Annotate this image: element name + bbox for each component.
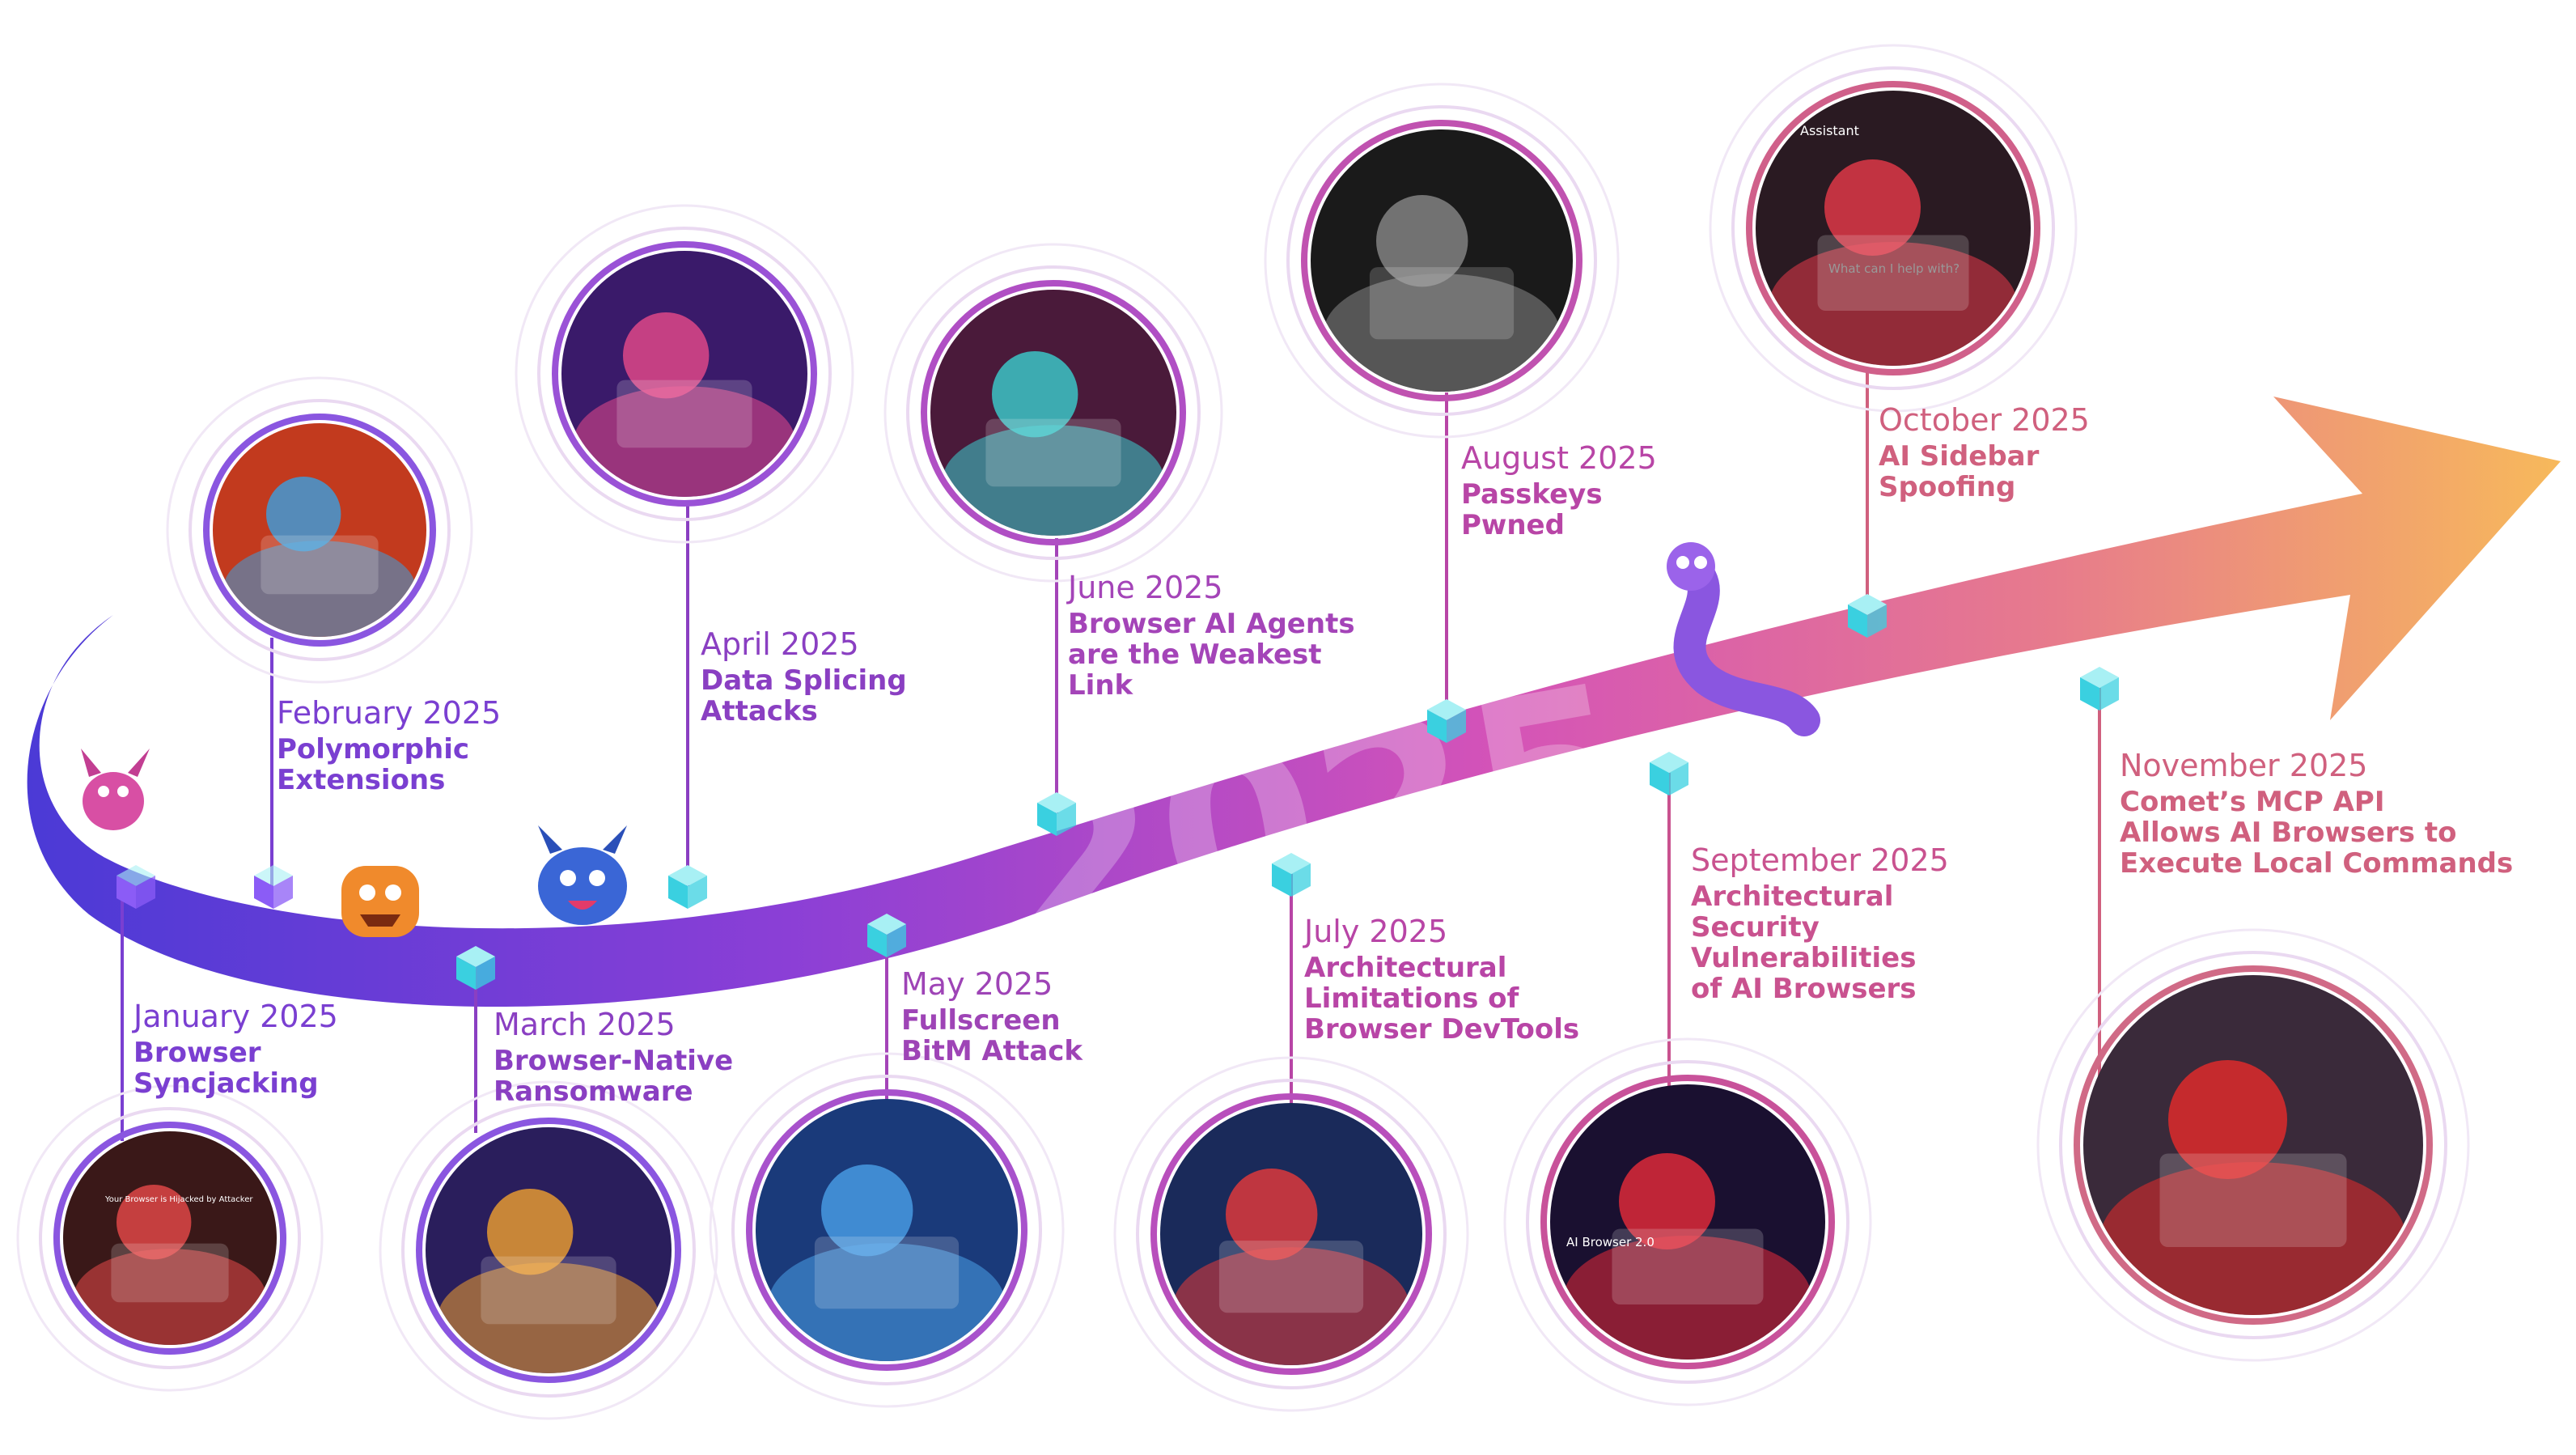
cube-marker [1848, 594, 1887, 638]
event-label-august: August 2025 Passkeys Pwned [1461, 441, 1657, 541]
mascot-pink-devil [81, 749, 150, 830]
hijacked-caption: Your Browser is Hijacked by Attacker [104, 1195, 253, 1204]
event-date: June 2025 [1068, 570, 1223, 605]
event-date: October 2025 [1879, 402, 2090, 438]
cube-marker [1272, 853, 1311, 897]
cube-marker [456, 946, 495, 990]
event-title: Architectural Security Vulnerabilities o… [1691, 880, 1917, 1005]
event-title: Fullscreen BitM Attack [901, 1003, 1083, 1067]
mascot-orange-monster [341, 866, 419, 937]
event-date: November 2025 [2120, 748, 2368, 783]
event-title: Architectural Limitations of Browser Dev… [1304, 951, 1580, 1046]
cube-marker [254, 865, 293, 909]
cube-marker [668, 865, 707, 909]
event-title: Data Splicing Attacks [701, 664, 907, 728]
event-date: July 2025 [1304, 914, 1448, 949]
event-date: September 2025 [1691, 842, 1949, 878]
cube-marker [1650, 752, 1688, 795]
timeline-arrow [27, 397, 2561, 1007]
event-title: Browser-Native Ransomware [494, 1044, 734, 1108]
event-title: AI Sidebar Spoofing [1879, 439, 2040, 503]
event-date: January 2025 [133, 999, 338, 1034]
event-date: April 2025 [701, 626, 859, 662]
magnifier-puzzle-monster-illustration [1113, 1056, 1469, 1412]
robot-at-keyboard-illustration [883, 243, 1223, 583]
event-label-may: May 2025 Fullscreen BitM Attack [901, 967, 1083, 1067]
sidebar-header-text: Assistant [1800, 123, 1859, 138]
cube-marker [1037, 792, 1076, 836]
chained-padlock-browser-illustration [379, 1080, 718, 1420]
laptop-data-thief-illustration [515, 204, 854, 544]
mascot-purple-centipede [1667, 542, 1820, 736]
event-date: March 2025 [494, 1007, 676, 1042]
cube-marker [117, 865, 155, 909]
event-label-march: March 2025 Browser-Native Ransomware [494, 1007, 733, 1107]
laptop-red-claw-illustration [2036, 928, 2470, 1362]
cube-marker [867, 914, 906, 957]
puzzle-monster-illustration [166, 376, 473, 684]
event-title: Comet’s MCP API Allows AI Browsers to Ex… [2120, 785, 2514, 880]
cube-marker [2080, 667, 2119, 711]
assistant-sidebar-devil-illustration [1709, 44, 2078, 413]
event-label-november: November 2025 Comet’s MCP API Allows AI … [2120, 749, 2513, 879]
ai-browser-demons-illustration [1503, 1037, 1872, 1406]
event-label-october: October 2025 AI Sidebar Spoofing [1879, 403, 2090, 503]
event-title: Polymorphic Extensions [277, 732, 469, 796]
compass-shield-hacker-illustration [709, 1052, 1065, 1408]
event-title: Browser Syncjacking [133, 1036, 319, 1100]
stage-presenters-illustration [1264, 83, 1620, 439]
event-date: May 2025 [901, 966, 1053, 1002]
event-date: February 2025 [277, 695, 502, 731]
event-label-january: January 2025 Browser Syncjacking [133, 999, 338, 1099]
ai-browser-badge: AI Browser 2.0 [1566, 1235, 1654, 1249]
event-date: August 2025 [1461, 440, 1657, 476]
sidebar-prompt-text: What can I help with? [1828, 261, 1960, 276]
event-label-february: February 2025 Polymorphic Extensions [277, 696, 501, 795]
event-title: Passkeys Pwned [1461, 477, 1603, 541]
cube-marker [1427, 699, 1466, 743]
event-label-june: June 2025 Browser AI Agents are the Weak… [1068, 571, 1355, 701]
event-title: Browser AI Agents are the Weakest Link [1068, 607, 1355, 702]
event-label-september: September 2025 Architectural Security Vu… [1691, 843, 1949, 1004]
event-label-april: April 2025 Data Splicing Attacks [701, 627, 907, 727]
event-label-july: July 2025 Architectural Limitations of B… [1304, 914, 1579, 1045]
mascot-blue-monster [538, 825, 627, 925]
hijacked-browser-window-illustration [16, 1084, 324, 1392]
